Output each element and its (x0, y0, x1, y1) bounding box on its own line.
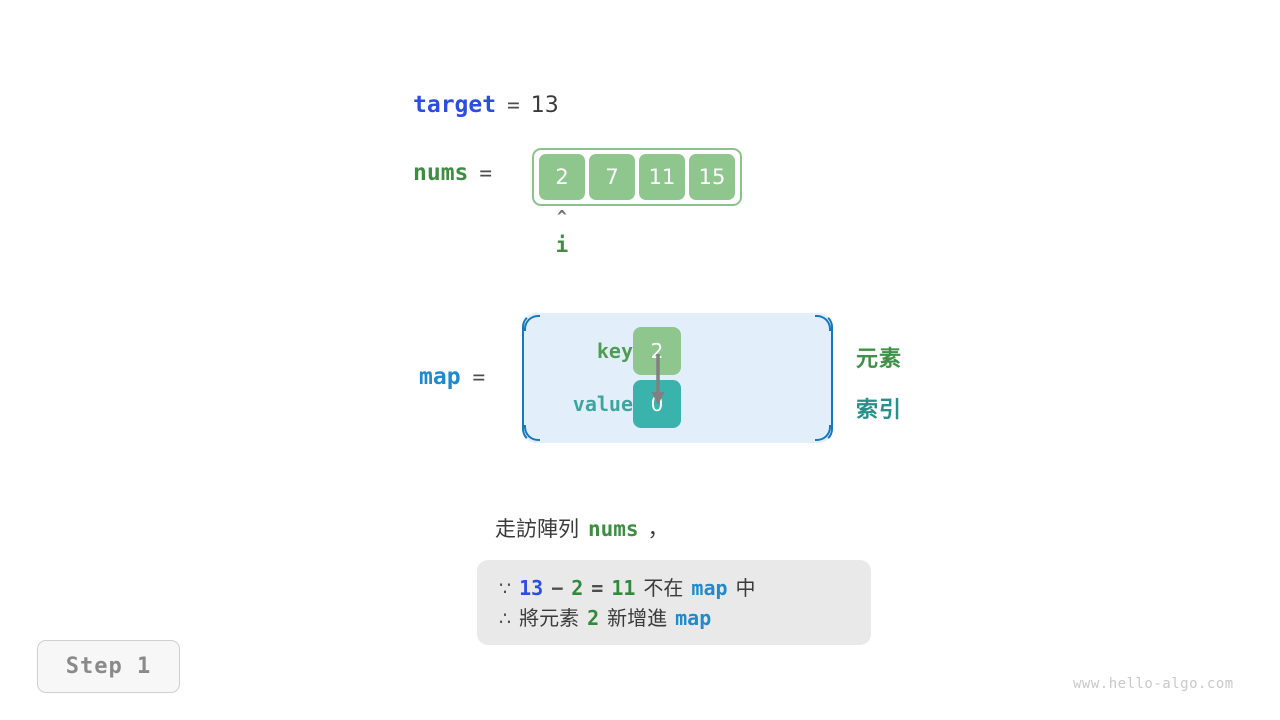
map-bracket-right (811, 313, 833, 443)
target-value: 13 (530, 93, 559, 118)
note-target-value: 13 (519, 576, 544, 600)
caption-suffix: ， (647, 517, 669, 541)
map-value-cell: 0 (633, 380, 681, 428)
nums-variable-name: nums (413, 160, 469, 186)
note-box: ∵ 13 − 2 = 11 不在 map 中 ∴ 將元素 2 新增進 map (477, 560, 871, 645)
map-equals-sign: = (472, 365, 486, 389)
therefore-symbol-icon: ∴ (499, 608, 512, 630)
caret-icon: ^ (557, 207, 567, 226)
array-cell: 15 (689, 154, 735, 200)
note-minus-operator: − (551, 576, 564, 600)
map-bracket-left (522, 313, 544, 443)
array-cell: 11 (639, 154, 685, 200)
caption-code-nums: nums (588, 517, 639, 541)
note-line2-map: map (675, 606, 712, 630)
nums-variable-row: nums = (413, 160, 492, 186)
note-line2-text1: 將元素 (519, 606, 580, 630)
caption-line: 走訪陣列 nums ， (495, 513, 669, 543)
step-badge: Step 1 (37, 640, 180, 693)
note-line1-map: map (691, 576, 728, 600)
watermark: www.hello-algo.com (1073, 676, 1234, 692)
map-side-label-index: 索引 (856, 398, 903, 423)
note-line-1: ∵ 13 − 2 = 11 不在 map 中 (499, 572, 849, 602)
note-line-2: ∴ 將元素 2 新增進 map (499, 602, 849, 632)
target-equals-sign: = (507, 93, 520, 117)
note-line2-text2: 新增進 (607, 606, 668, 630)
target-variable-row: target = 13 (413, 92, 559, 118)
note-line2-number: 2 (587, 606, 600, 630)
array-cell: 7 (589, 154, 635, 200)
note-complement-value: 11 (611, 576, 636, 600)
note-equals-operator: = (591, 576, 604, 600)
note-current-element: 2 (571, 576, 584, 600)
target-variable-name: target (413, 92, 497, 118)
index-pointer-label: i (555, 233, 569, 257)
map-value-label: value (572, 392, 633, 416)
nums-array: 2 7 11 15 (532, 148, 742, 206)
map-key-label: key (596, 339, 633, 363)
array-cell: 2 (539, 154, 585, 200)
index-pointer: ^ i (548, 209, 576, 258)
map-key-cell: 2 (633, 327, 681, 375)
map-variable-name: map (419, 364, 461, 390)
map-side-label-element: 元素 (856, 347, 903, 372)
caption-prefix: 走訪陣列 (495, 517, 579, 541)
map-variable-row: map = (419, 364, 485, 390)
nums-equals-sign: = (479, 161, 493, 185)
because-symbol-icon: ∵ (499, 578, 512, 600)
note-line1-tail: 中 (735, 576, 756, 600)
note-line1-text: 不在 (643, 576, 684, 600)
